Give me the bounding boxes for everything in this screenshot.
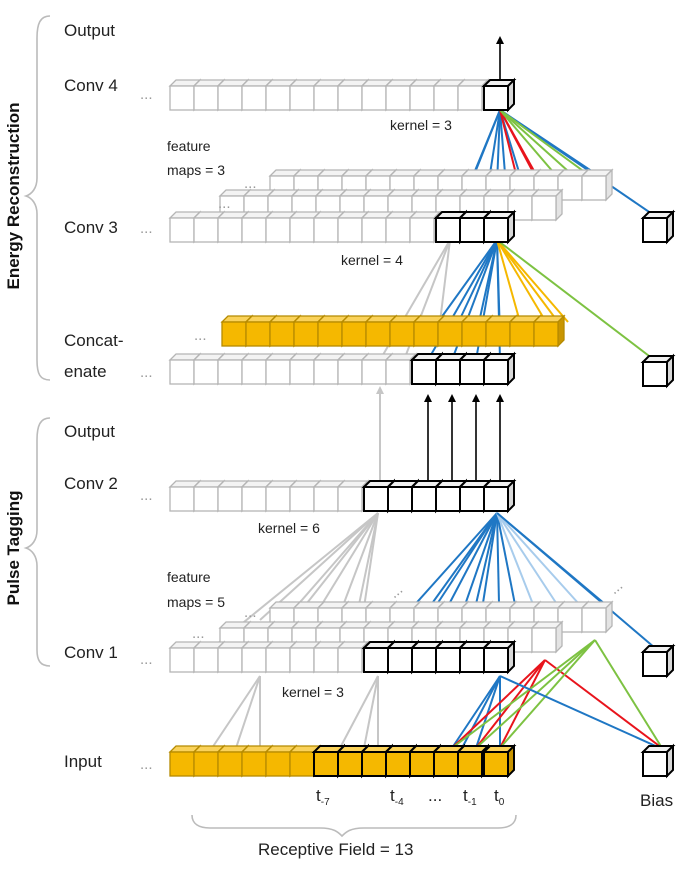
conv1-map2-cube-13: [530, 620, 564, 654]
conv3-active-2: [481, 209, 517, 245]
ellipsis-conv3-back: ...: [244, 175, 257, 192]
ellipsis-input: ...: [140, 756, 153, 773]
concat-conv3-gray-2: [439, 239, 451, 323]
output-mid-label: Output: [64, 422, 115, 441]
conv1-conv2-gray-7: [299, 512, 379, 613]
conv3-conv4-green-1: [499, 109, 579, 181]
conv1-active-5: [481, 639, 517, 675]
ellipsis-conv1-mid: ...: [192, 625, 205, 642]
conv3-map3-cube-13: [580, 168, 614, 202]
concat-yellow-cube-13: [532, 314, 566, 348]
time-label-t-7: t-7: [316, 786, 330, 808]
conv1-conv2-blue-far: [496, 512, 613, 611]
input-conv1-blue-1: [475, 675, 501, 749]
text-labels: Energy Reconstruction Pulse Tagging Outp…: [4, 15, 673, 859]
time-label-t-1: t-1: [463, 786, 477, 808]
conv1-active-4: [457, 639, 493, 675]
ellipsis-concat: ...: [140, 364, 153, 381]
input-conv1-green-0: [451, 639, 596, 749]
feature-maps-top-line2: maps = 3: [167, 162, 225, 178]
concat-label-line1: Concat-: [64, 331, 124, 350]
conv3-bias: [640, 209, 676, 245]
conv2-concat-arrow-3-head: [496, 394, 504, 402]
kernel-conv1-label: kernel = 3: [282, 684, 344, 700]
conv4-cube-5: [288, 78, 322, 112]
input-conv1-gray-a-1: [235, 675, 261, 749]
concat-bias: [640, 353, 676, 389]
input-conv1-green-bias: [594, 639, 663, 749]
ellipsis-fm-diag-2: ...: [606, 577, 627, 598]
concat-conv3-yellow-1: [496, 239, 547, 323]
time-label-t-4: t-4: [390, 786, 404, 808]
conv2-active-5: [481, 478, 517, 514]
conv2-concat-arrow-2-head: [472, 394, 480, 402]
output-top-label: Output: [64, 21, 115, 40]
conv3-conv4-green-0: [499, 109, 561, 181]
ellipsis-fm-diag-1: ...: [386, 581, 407, 602]
conv3-map2-cube-13: [530, 188, 564, 222]
conv3-conv4-red-2: [499, 109, 533, 171]
input-conv1-green-1: [475, 639, 596, 749]
input-conv1-gray-a-0: [211, 675, 261, 749]
pulse-section-label: Pulse Tagging: [4, 491, 23, 606]
concat-conv3-yellow-0: [496, 239, 521, 323]
concat-conv3-yellow-2: [496, 239, 569, 323]
input-window-3: [383, 743, 419, 779]
time-label-dots: ...: [428, 786, 442, 805]
neuron-cubes: [168, 77, 676, 779]
receptive-field-brace: [191, 814, 517, 838]
ellipsis-conv1: ...: [140, 651, 153, 668]
input-conv1-gray-b-1: [363, 675, 379, 749]
kernel-conv2-label: kernel = 6: [258, 520, 320, 536]
bias-label: Bias: [640, 791, 673, 810]
ellipsis-concat-yellow: ...: [194, 327, 207, 344]
conv2-concat-arrow-1-head: [448, 394, 456, 402]
conv3-map1-cube-1: [192, 210, 226, 244]
input-window-7: [481, 743, 517, 779]
input-conv1-blue-0: [451, 675, 501, 749]
concat-conv3-green: [496, 239, 658, 363]
conv1-map3-cube-13: [580, 600, 614, 634]
pulse-section-brace: [23, 417, 51, 667]
conv3-map1-cube-8: [360, 210, 394, 244]
input-conv1-blue-bias: [499, 675, 661, 749]
ellipsis-conv3-mid: ...: [218, 195, 231, 212]
kernel-conv4-label: kernel = 3: [390, 117, 452, 133]
concat-label-line2: enate: [64, 362, 107, 381]
ellipsis-conv4: ...: [140, 86, 153, 103]
feature-maps-bottom-line1: feature: [167, 569, 211, 585]
conv1-conv2-lightblue-1: [496, 512, 567, 619]
energy-section-brace: [23, 15, 51, 381]
ellipsis-conv2: ...: [140, 487, 153, 504]
conv3-label: Conv 3: [64, 218, 118, 237]
input-conv1-red-2: [499, 659, 546, 749]
time-label-t0: t0: [494, 786, 505, 808]
ellipsis-conv3: ...: [140, 220, 153, 237]
conv1-label: Conv 1: [64, 643, 118, 662]
conv4-active: [481, 77, 517, 113]
ellipsis-conv1-back: ...: [244, 604, 257, 621]
conv2-concat-arrow-0-head: [424, 394, 432, 402]
receptive-field-label: Receptive Field = 13: [258, 840, 413, 859]
conv4-label: Conv 4: [64, 76, 118, 95]
input-conv1-green-2: [499, 639, 596, 749]
input-label: Input: [64, 752, 102, 771]
input-conv1-gray-b-0: [339, 675, 379, 749]
energy-section-label: Energy Reconstruction: [4, 102, 23, 289]
conv2-label: Conv 2: [64, 474, 118, 493]
conv4-output-arrow-head: [496, 36, 504, 44]
input-bias: [640, 743, 676, 779]
feature-maps-bottom-line2: maps = 5: [167, 594, 225, 610]
input-conv1-red-0: [451, 659, 546, 749]
concat-active-3: [481, 351, 517, 387]
conv3-conv4-green-2: [499, 109, 591, 177]
kernel-conv3-label: kernel = 4: [341, 252, 403, 268]
conv1-conv2-lightblue-2: [496, 512, 589, 615]
concat-conv3-yellow-3: [496, 239, 559, 323]
feature-maps-top-line1: feature: [167, 138, 211, 154]
conv1-bias: [640, 643, 676, 679]
conv2-concat-gray-head: [376, 386, 384, 394]
